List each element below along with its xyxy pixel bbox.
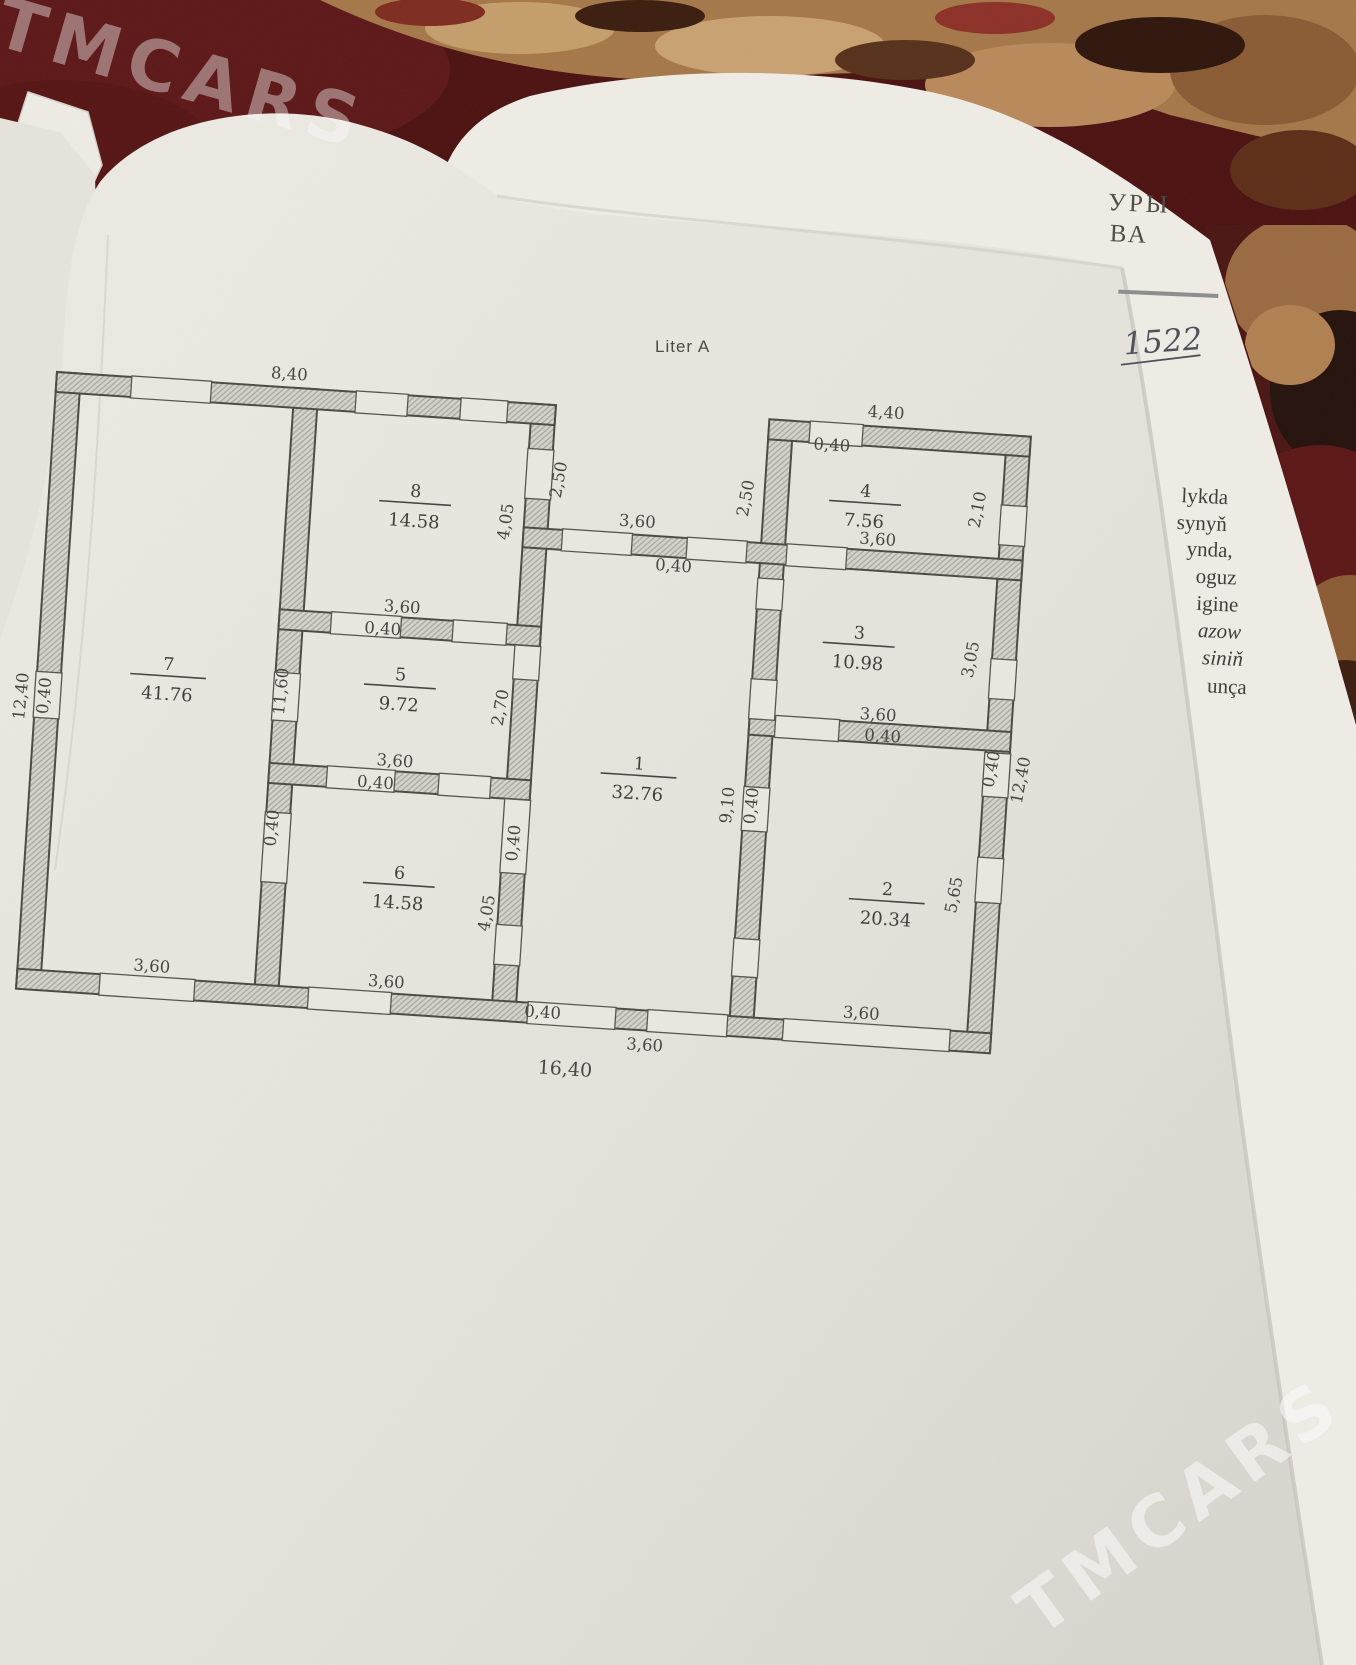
scene: Liter A	[0, 0, 1356, 1665]
photo-grain-overlay	[0, 0, 1356, 1665]
photo-of-floor-plan-document: Liter A	[0, 0, 1356, 1665]
